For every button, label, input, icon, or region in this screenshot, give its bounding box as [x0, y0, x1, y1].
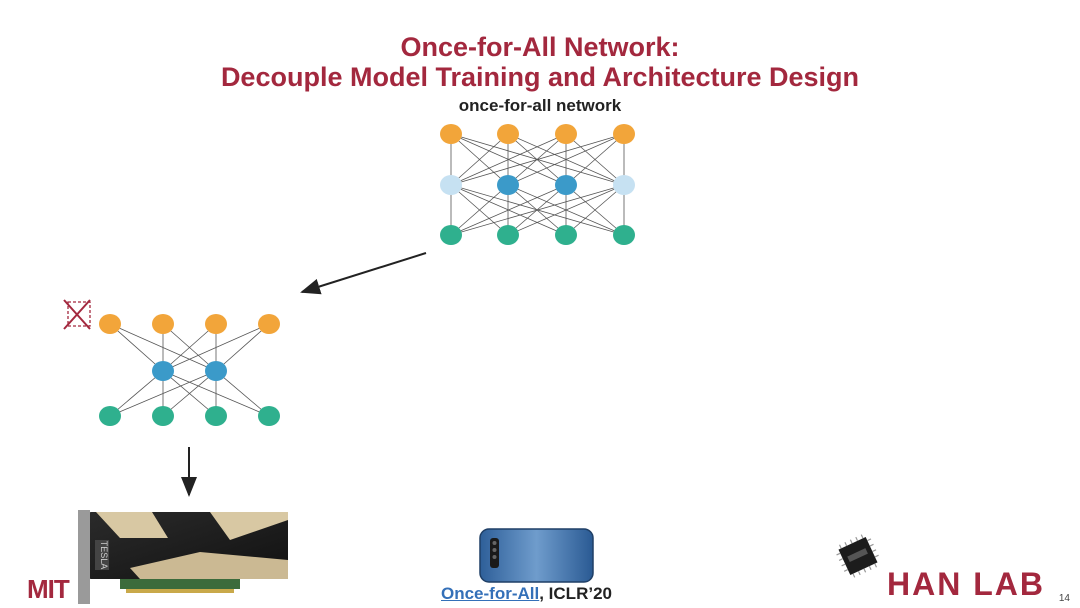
ofa-bottom-node — [440, 225, 462, 245]
ofa-middle-node — [497, 175, 519, 195]
ofa-top-node — [440, 124, 462, 144]
subnet-middle-node — [152, 361, 174, 381]
han-lab-logo: HAN LAB — [887, 566, 1045, 602]
subnet-top-node — [205, 314, 227, 334]
ofa-top-node — [555, 124, 577, 144]
ofa-middle-node — [613, 175, 635, 195]
ofa-middle-node — [440, 175, 462, 195]
ofa-edge — [450, 133, 509, 186]
subnet-edge — [162, 323, 217, 372]
ofa-bottom-node — [555, 225, 577, 245]
ofa-top-node — [497, 124, 519, 144]
ofa-edge — [450, 184, 567, 236]
ofa-edge — [507, 133, 625, 186]
subnet-edge — [109, 323, 164, 372]
subnet-bottom-node — [152, 406, 174, 426]
ofa-bottom-node — [497, 225, 519, 245]
ofa-edge — [507, 184, 625, 236]
subnet-edge — [109, 370, 217, 417]
ofa-top-node — [613, 124, 635, 144]
sub-network — [99, 314, 280, 426]
microcontroller-icon — [836, 534, 879, 578]
subnet-edge — [215, 370, 270, 417]
ofa-edge — [450, 184, 509, 236]
slide-number: 14 — [1058, 593, 1070, 604]
tesla-gpu-icon: TESLA — [78, 510, 288, 604]
subnet-top-node — [258, 314, 280, 334]
subnet-edge — [162, 323, 270, 372]
subnet-middle-node — [205, 361, 227, 381]
subnet-edge — [109, 370, 164, 417]
crossed-node-icon — [63, 299, 91, 330]
svg-text:TESLA: TESLA — [99, 541, 109, 570]
citation-link[interactable]: Once-for-All — [441, 584, 540, 603]
once-for-all-network — [440, 124, 635, 245]
ofa-edge — [565, 133, 625, 186]
subnet-bottom-node — [205, 406, 227, 426]
subnet-edge — [162, 370, 217, 417]
ofa-middle-node — [555, 175, 577, 195]
subnet-edge — [215, 323, 270, 372]
subnet-bottom-node — [258, 406, 280, 426]
citation-venue: , ICLR’20 — [539, 584, 612, 603]
smartphone-icon — [479, 528, 594, 583]
subnet-top-node — [152, 314, 174, 334]
arrow-to-subnetwork — [300, 252, 427, 295]
ofa-edge — [450, 133, 567, 186]
slide-title-line2: Decouple Model Training and Architecture… — [220, 62, 860, 92]
slide-title-line1: Once-for-All Network: — [400, 32, 680, 62]
ofa-edge — [450, 133, 625, 186]
citation: Once-for-All, ICLR’20 — [441, 584, 612, 604]
ofa-bottom-node — [613, 225, 635, 245]
network-label: once-for-all network — [458, 96, 622, 115]
subnet-bottom-node — [99, 406, 121, 426]
ofa-edge — [565, 184, 625, 236]
subnet-top-node — [99, 314, 121, 334]
mit-logo: MIT — [27, 574, 70, 604]
ofa-edge — [450, 184, 625, 236]
